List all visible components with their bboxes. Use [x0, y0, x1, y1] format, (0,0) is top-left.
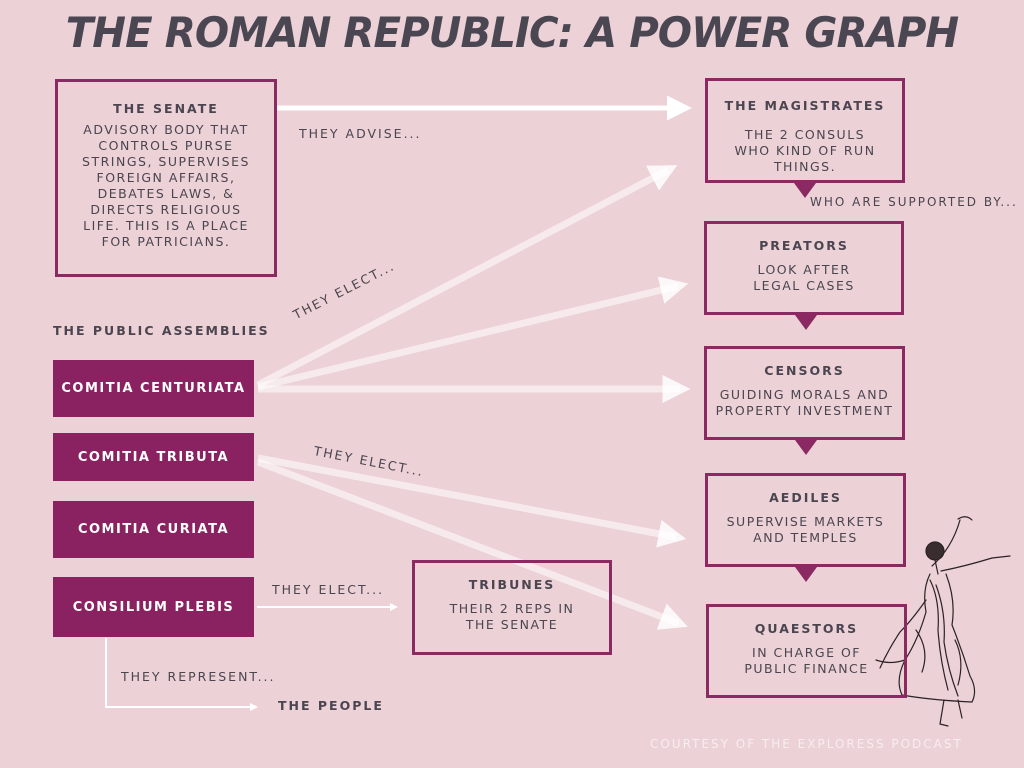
magistrates-box: THE MAGISTRATES THE 2 CONSULS WHO KIND O…: [705, 78, 905, 183]
senate-description: ADVISORY BODY THAT CONTROLS PURSE STRING…: [82, 122, 250, 249]
tribunes-description: THEIR 2 REPS IN THE SENATE: [449, 601, 575, 632]
preators-description: LOOK AFTER LEGAL CASES: [753, 262, 855, 293]
quaestors-description: IN CHARGE OF PUBLIC FINANCE: [744, 645, 869, 676]
preators-box: PREATORS LOOK AFTER LEGAL CASES: [704, 221, 904, 315]
assemblies-heading: THE PUBLIC ASSEMBLIES: [53, 323, 270, 338]
credit-text: COURTESY OF THE EXPLORESS PODCAST: [650, 737, 963, 751]
quaestors-box: QUAESTORS IN CHARGE OF PUBLIC FINANCE: [706, 604, 907, 698]
connector-triangle-censors: [795, 440, 817, 455]
label-supported-by: WHO ARE SUPPORTED BY...: [810, 195, 1018, 209]
assembly-comitia-curiata: COMITIA CURIATA: [53, 501, 254, 558]
arrow-tributa-to-aediles: [257, 454, 687, 548]
connector-triangle-aediles: [795, 567, 817, 582]
tribunes-heading: TRIBUNES: [468, 577, 556, 592]
assembly-comitia-centuriata: COMITIA CENTURIATA: [53, 360, 254, 417]
dancing-woman-illustration: [875, 516, 1011, 727]
label-they-elect-plebis: THEY ELECT...: [272, 582, 385, 597]
aediles-box: AEDILES SUPERVISE MARKETS AND TEMPLES: [705, 473, 906, 567]
assembly-comitia-tributa: COMITIA TRIBUTA: [53, 433, 254, 481]
tribunes-box: TRIBUNES THEIR 2 REPS IN THE SENATE: [412, 560, 612, 655]
assembly-consilium-plebis: CONSILIUM PLEBIS: [53, 577, 254, 637]
senate-heading: THE SENATE: [113, 101, 219, 116]
quaestors-heading: QUAESTORS: [754, 621, 859, 636]
senate-box: THE SENATE ADVISORY BODY THAT CONTROLS P…: [55, 79, 277, 277]
censors-heading: CENSORS: [764, 363, 845, 378]
aediles-heading: AEDILES: [769, 490, 842, 505]
label-they-advise: THEY ADVISE...: [299, 126, 422, 141]
preators-heading: PREATORS: [759, 238, 849, 253]
magistrates-description: THE 2 CONSULS WHO KIND OF RUN THINGS.: [734, 127, 876, 174]
connector-triangle-magistrates: [794, 183, 816, 198]
magistrates-heading: THE MAGISTRATES: [724, 98, 886, 113]
page-title: THE ROMAN REPUBLIC: A POWER GRAPH: [65, 8, 959, 57]
censors-description: GUIDING MORALS AND PROPERTY INVESTMENT: [715, 387, 894, 418]
arrow-tributa-to-quaestors: [256, 458, 688, 630]
arrow-centuriata-to-preators: [257, 276, 689, 391]
censors-box: CENSORS GUIDING MORALS AND PROPERTY INVE…: [704, 346, 905, 440]
connector-triangle-preators: [795, 315, 817, 330]
aediles-description: SUPERVISE MARKETS AND TEMPLES: [726, 514, 885, 545]
arrow-plebis-to-people: [105, 638, 258, 711]
label-the-people: THE PEOPLE: [278, 698, 384, 713]
label-they-represent: THEY REPRESENT...: [121, 669, 276, 684]
arrow-centuriata-to-magistrates: [256, 165, 678, 389]
